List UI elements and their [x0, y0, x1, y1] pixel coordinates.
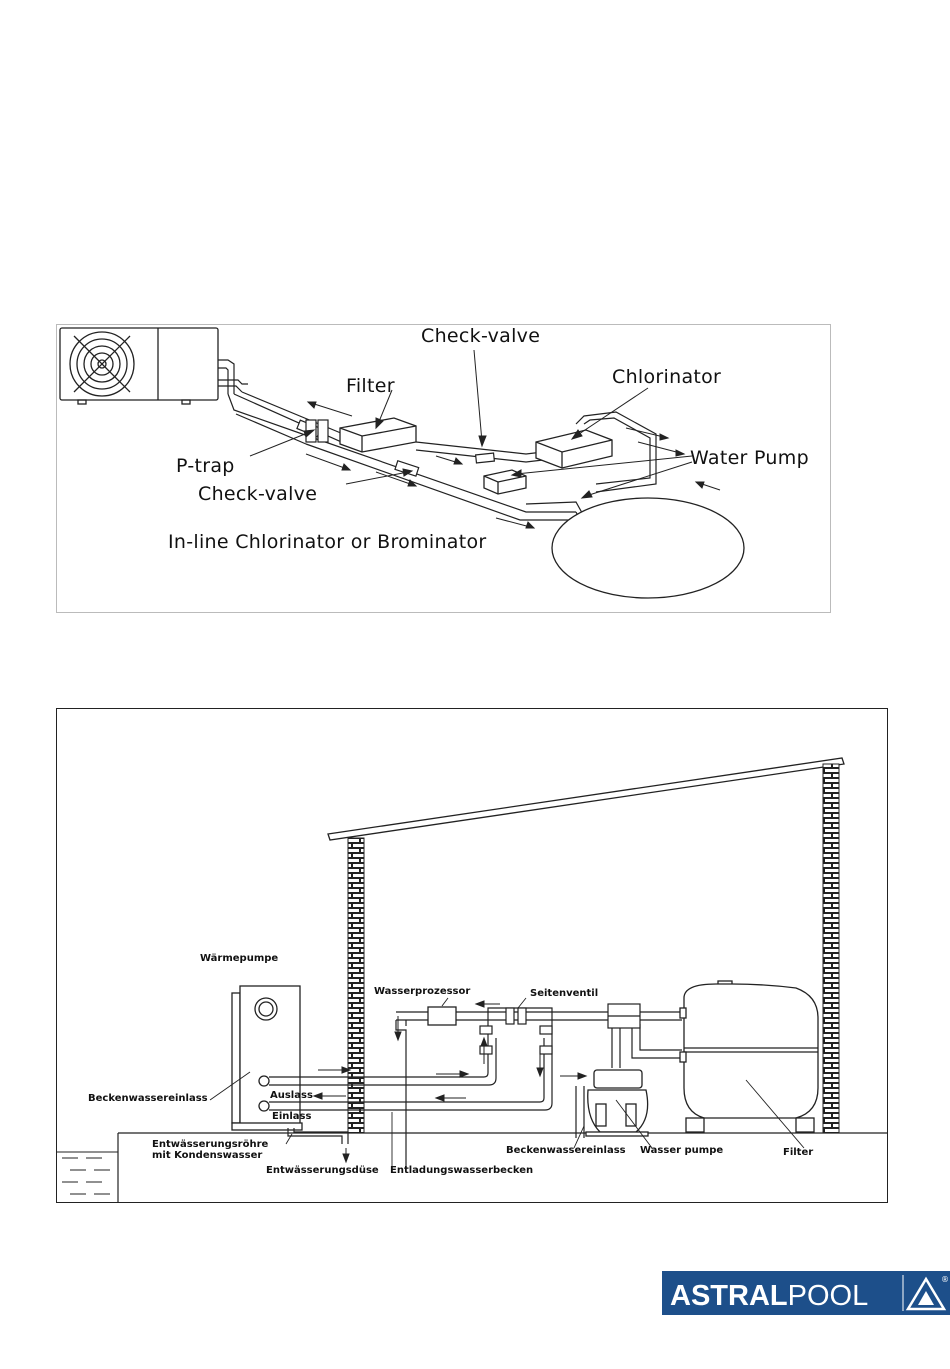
left-brick-wall	[347, 837, 365, 1134]
label-einlass: Einlass	[272, 1111, 312, 1122]
filter-box	[339, 417, 417, 453]
label-wasserprozessor: Wasserprozessor	[374, 986, 470, 997]
label-chlorinator: Chlorinator	[612, 366, 721, 388]
fan-icon	[69, 331, 135, 397]
heat-pump-unit	[59, 327, 219, 405]
label-wasser-pumpe: Wasser pumpe	[640, 1145, 723, 1156]
right-brick-wall	[822, 763, 840, 1134]
label-filter: Filter	[346, 375, 395, 397]
sand-filter	[679, 980, 819, 1133]
label-seitenventil: Seitenventil	[530, 988, 598, 999]
pool-plumbing-diagram-en-svg: Check-valve Filter Chlorinator Water Pum…	[56, 324, 831, 613]
label-entwaesserungsroehre-2: mit Kondenswasser	[152, 1150, 262, 1161]
label-entwaesserungsduese: Entwässerungsdüse	[266, 1165, 379, 1176]
label-check-valve-bottom: Check-valve	[198, 483, 317, 505]
heat-pump	[231, 985, 303, 1131]
pool-plumbing-diagram-en: Check-valve Filter Chlorinator Water Pum…	[56, 324, 831, 613]
roof	[327, 757, 845, 841]
flow-arrows	[305, 401, 721, 529]
label-filter: Filter	[783, 1147, 813, 1158]
leader-lines	[249, 349, 693, 499]
logo-background	[662, 1271, 950, 1315]
side-valve-block	[607, 1003, 641, 1029]
astralpool-logo-svg: ASTRALPOOL ®	[662, 1271, 950, 1315]
logo-brand-light: POOL	[788, 1280, 869, 1312]
logo-registered: ®	[941, 1275, 949, 1284]
ground-line	[117, 1132, 888, 1203]
label-auslass: Auslass	[270, 1090, 313, 1101]
label-p-trap: P-trap	[176, 455, 235, 477]
label-entladungswasserbecken: Entladungswasserbecken	[390, 1165, 533, 1176]
logo-brand-bold: ASTRAL	[670, 1280, 788, 1312]
leader-lines	[209, 997, 805, 1166]
pool-plumbing-diagram-de: Wärmepumpe Wasserprozessor Seitenventil …	[56, 708, 888, 1203]
label-waermepumpe: Wärmepumpe	[200, 953, 278, 964]
label-beckenwassereinlass-left: Beckenwassereinlass	[88, 1093, 208, 1104]
astralpool-logo: ASTRALPOOL ®	[662, 1271, 950, 1315]
logo-wordmark: ASTRALPOOL	[670, 1280, 868, 1312]
pipes	[269, 1007, 682, 1168]
flow-arrows	[312, 1000, 588, 1164]
label-water-pump: Water Pump	[690, 447, 809, 469]
triangle-icon	[905, 1276, 947, 1311]
chlorinator-box	[535, 429, 613, 469]
water-pump	[585, 1069, 649, 1137]
label-entwaesserungsroehre-1: Entwässerungsröhre	[152, 1139, 269, 1150]
label-check-valve-top: Check-valve	[421, 325, 540, 347]
valves	[479, 1007, 553, 1055]
pool-icon	[551, 497, 745, 599]
label-beckenwassereinlass-right: Beckenwassereinlass	[506, 1145, 626, 1156]
label-inline-chlorinator: In-line Chlorinator or Brominator	[168, 531, 487, 553]
pool-water	[56, 1151, 118, 1195]
pool-plumbing-diagram-de-svg: Wärmepumpe Wasserprozessor Seitenventil …	[56, 708, 888, 1203]
water-processor	[427, 1006, 457, 1026]
